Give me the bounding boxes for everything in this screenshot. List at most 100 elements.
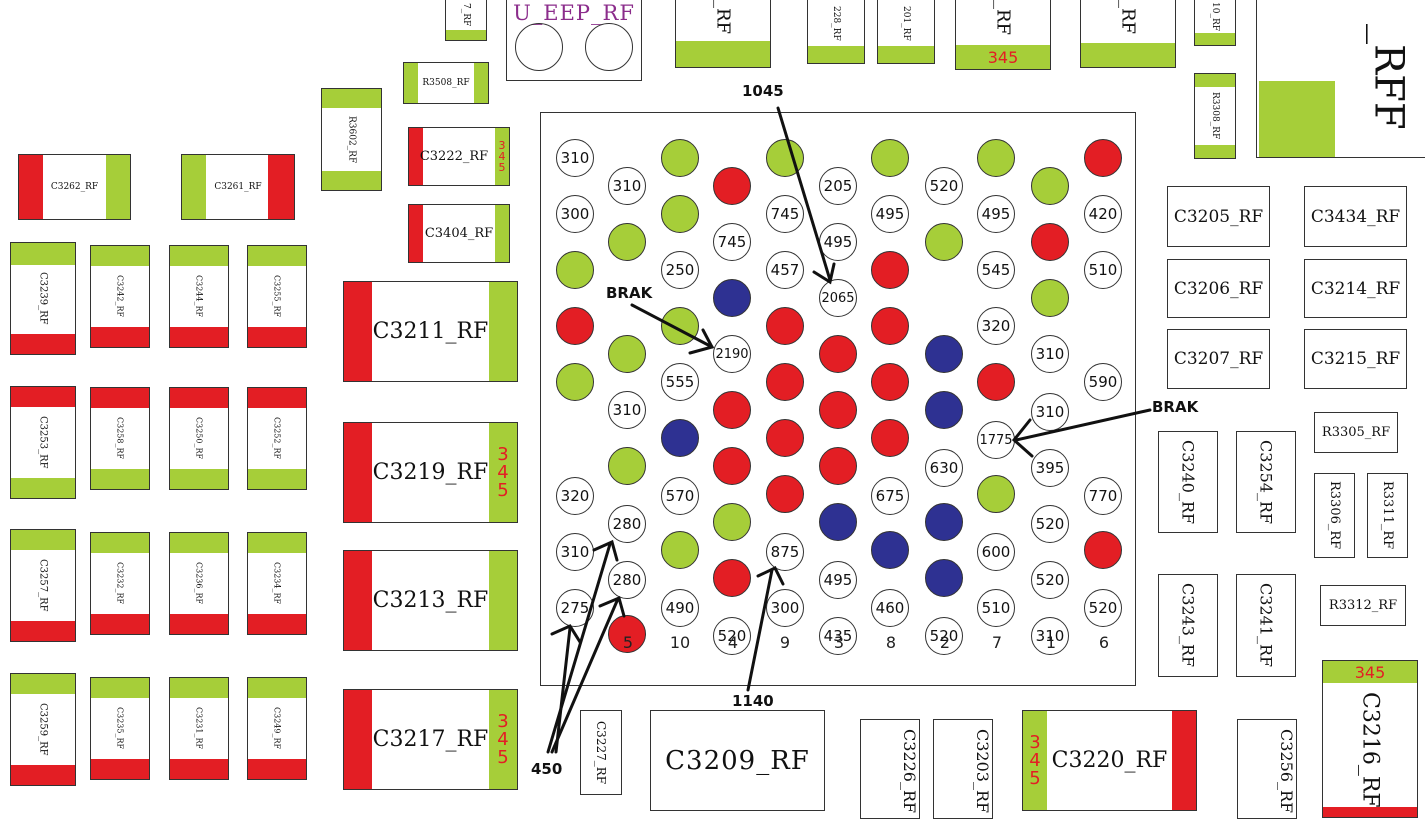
bga-ball-green xyxy=(661,531,699,569)
top-part-2-label: _RF xyxy=(712,0,734,35)
bga-ball-green xyxy=(871,139,909,177)
bga-ball-2190: 2190 xyxy=(713,335,751,373)
rff-label: _RFF xyxy=(1365,24,1412,130)
c3231: C3231_RF xyxy=(169,677,229,780)
r3311-label: R3311_RF xyxy=(1380,481,1395,550)
bga-ball-red xyxy=(1031,223,1069,261)
r3308: R3308_RF xyxy=(1194,73,1236,159)
bga-ball-red xyxy=(713,559,751,597)
bga-ball-green xyxy=(661,307,699,345)
bga-ball-red xyxy=(871,307,909,345)
c3255-label: C3255_RF xyxy=(272,275,282,318)
bga-ball-457: 457 xyxy=(766,251,804,289)
bga-ball-red xyxy=(556,307,594,345)
c3258-label: C3258_RF xyxy=(115,417,125,460)
c3257-label: C3257_RF xyxy=(37,559,49,612)
c3219-digit-5: 5 xyxy=(497,479,509,501)
bga-ball-red xyxy=(819,447,857,485)
bga-ball-310: 310 xyxy=(1031,335,1069,373)
c3209-label: C3209_RF xyxy=(665,745,810,776)
c3234-label: C3234_RF xyxy=(272,562,282,605)
c3404-label: C3404_RF xyxy=(424,226,494,241)
c3203: C3203_RF xyxy=(933,719,993,819)
bga-ball-510: 510 xyxy=(1084,251,1122,289)
c3262-label: C3262_RF xyxy=(50,182,99,192)
bga-ball-495: 495 xyxy=(819,223,857,261)
c3214: C3214_RF xyxy=(1304,259,1407,318)
c3240: C3240_RF xyxy=(1158,431,1218,533)
bga-ball-875: 875 xyxy=(766,533,804,571)
bga-ball-300: 300 xyxy=(556,195,594,233)
c3256-label: C3256_RF xyxy=(1277,728,1296,814)
c3219-digit-4: 4 xyxy=(497,461,509,483)
top-part-3: 228_RF xyxy=(807,0,865,64)
eeprom-package: U_EEP_RF xyxy=(506,0,642,81)
bga-ball-600: 600 xyxy=(977,533,1015,571)
bga-ball-green xyxy=(608,447,646,485)
bga-ball-green xyxy=(661,139,699,177)
c3219-digit-3: 3 xyxy=(497,443,509,465)
c3207-label: C3207_RF xyxy=(1173,349,1264,369)
bga-ball-280: 280 xyxy=(608,561,646,599)
c3213: C3213_RF xyxy=(343,550,518,651)
c3242-label: C3242_RF xyxy=(115,275,125,318)
top-part-4-label: 201_RF xyxy=(901,5,911,41)
callout-450: 450 xyxy=(531,760,563,778)
c3434: C3434_RF xyxy=(1304,186,1407,247)
bga-ball-520: 520 xyxy=(1031,505,1069,543)
bga-ball-250: 250 xyxy=(661,251,699,289)
c3239: C3239_RF xyxy=(10,242,76,355)
bga-ball-green xyxy=(977,139,1015,177)
c3217-345: 3 4 5 xyxy=(489,690,517,789)
bga-ball-blue xyxy=(925,335,963,373)
top-part-5-label: _RF xyxy=(992,0,1014,36)
c3220-digit-4: 4 xyxy=(1029,749,1041,771)
c3250-label: C3250_RF xyxy=(194,417,204,460)
r3312-label: R3312_RF xyxy=(1328,598,1398,613)
bga-ball-green xyxy=(925,223,963,261)
column-label-7: 7 xyxy=(991,633,1003,652)
bga-ball-275: 275 xyxy=(556,589,594,627)
bga-ball-red xyxy=(713,167,751,205)
bga-ball-red xyxy=(871,363,909,401)
bga-ball-420: 420 xyxy=(1084,195,1122,233)
c3215-label: C3215_RF xyxy=(1310,349,1401,369)
c3227: C3227_RF xyxy=(580,710,622,795)
r3508: R3508_RF xyxy=(403,62,489,104)
bga-ball-590: 590 xyxy=(1084,363,1122,401)
c3220-345: 3 4 5 xyxy=(1023,711,1047,810)
bga-ball-320: 320 xyxy=(556,477,594,515)
bga-ball-495: 495 xyxy=(977,195,1015,233)
c3222-digit-3: 3 xyxy=(498,139,506,152)
rff-part: _RFF xyxy=(1256,0,1425,158)
c3207: C3207_RF xyxy=(1167,329,1270,389)
c3235-label: C3235_RF xyxy=(115,707,125,750)
c3235: C3235_RF xyxy=(90,677,150,780)
r3306-label: R3306_RF xyxy=(1327,481,1342,550)
bga-ball-red xyxy=(871,419,909,457)
bga-ball-green xyxy=(713,503,751,541)
bga-ball-red xyxy=(1084,531,1122,569)
c3234: C3234_RF xyxy=(247,532,307,635)
c3220: 3 4 5 C3220_RF xyxy=(1022,710,1197,811)
callout-brak-right: BRAK xyxy=(1152,398,1199,416)
bga-ball-545: 545 xyxy=(977,251,1015,289)
bga-ball-310: 310 xyxy=(1031,617,1069,655)
c3242: C3242_RF xyxy=(90,245,150,348)
bga-ball-280: 280 xyxy=(608,505,646,543)
c3253-label: C3253_RF xyxy=(37,416,49,469)
r3306: R3306_RF xyxy=(1314,473,1355,558)
bga-ball-green xyxy=(661,195,699,233)
bga-ball-300: 300 xyxy=(766,589,804,627)
bga-ball-red xyxy=(766,307,804,345)
c3222-345: 3 4 5 xyxy=(495,128,509,185)
bga-ball-blue xyxy=(819,503,857,541)
bga-ball-495: 495 xyxy=(819,561,857,599)
column-label-10: 10 xyxy=(669,633,691,652)
c3216: 345 C3216_RF xyxy=(1322,660,1418,818)
bga-ball-520: 520 xyxy=(1031,561,1069,599)
c3261-label: C3261_RF xyxy=(214,182,262,192)
bga-ball-red xyxy=(1084,139,1122,177)
c3219-345: 3 4 5 xyxy=(489,423,517,522)
bga-ball-red xyxy=(871,251,909,289)
